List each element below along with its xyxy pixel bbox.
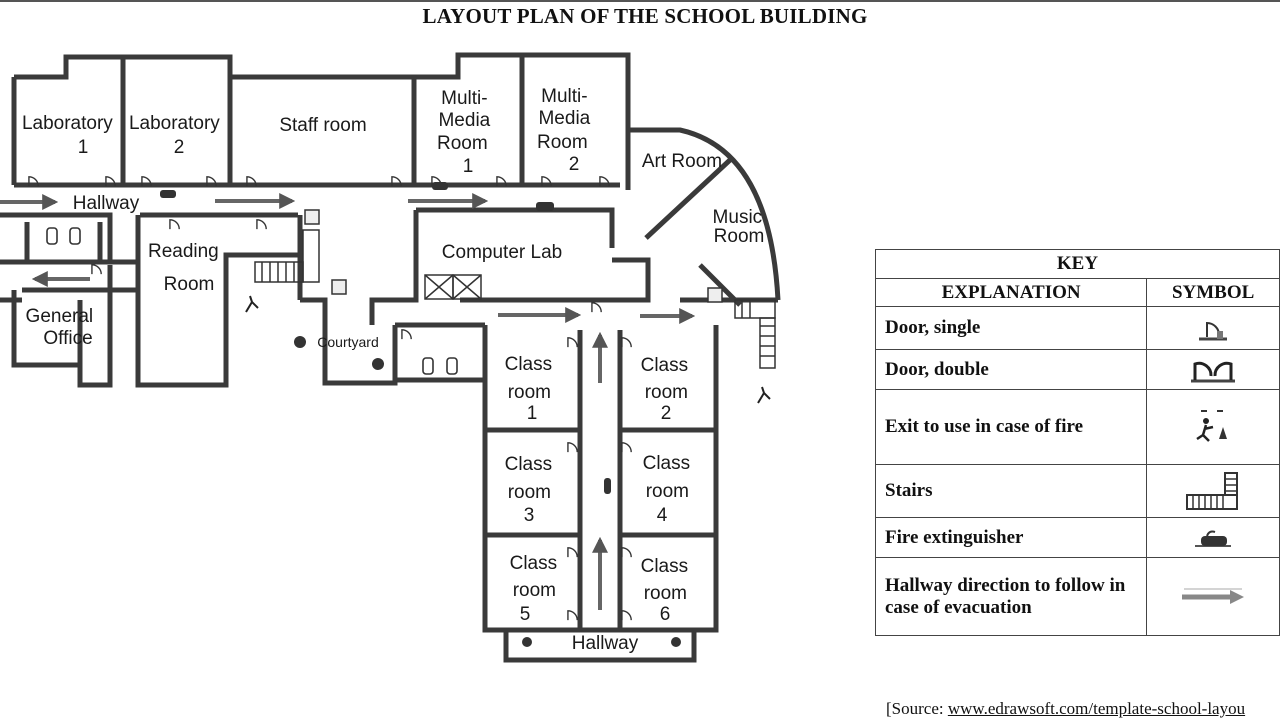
source-link[interactable]: www.edrawsoft.com/template-school-layou [947,699,1246,718]
stairs-icon [1146,464,1280,518]
fire-extinguishers [160,182,611,494]
evacuation-arrow-icon [1146,557,1280,636]
key-label-fire-exit: Exit to use in case of fire [874,389,1148,465]
page-title: LAYOUT PLAN OF THE SCHOOL BUILDING [422,4,868,28]
laboratory-1-label: Laboratory 1 [22,113,118,158]
staff-room-label: Staff room [279,115,366,136]
key-label-evacuation-direction: Hallway direction to follow in case of e… [874,557,1148,636]
key-row: Stairs [874,464,1280,518]
evacuation-arrows [0,193,696,610]
key-row: Door, double [874,349,1280,390]
key-label-door-single: Door, single [874,306,1148,350]
toilet-icons [46,227,458,375]
general-office-label: General Office [26,306,99,349]
key-label-stairs: Stairs [874,464,1148,518]
class-room-6-label: Class room 6 [641,556,694,625]
key-col-symbol: SYMBOL [1146,278,1280,307]
fire-exit-person-icons [245,295,771,404]
plant-icons [294,336,681,647]
source-citation: [Source: www.edrawsoft.com/template-scho… [886,699,1245,719]
door-single-icon [1146,306,1280,350]
source-prefix: [Source: [886,699,948,718]
key-row: Door, single [874,306,1280,350]
key-label-door-double: Door, double [874,349,1148,390]
laboratory-2-label: Laboratory 2 [129,113,225,158]
key-table: KEY EXPLANATION SYMBOL Door, single Door… [874,249,1280,636]
key-col-explanation: EXPLANATION [874,278,1148,307]
class-room-4-label: Class room 4 [643,453,696,526]
key-row: Hallway direction to follow in case of e… [874,557,1280,636]
fire-exit-signs [304,209,723,303]
computer-lab-label: Computer Lab [442,242,562,263]
multimedia-room-2-label: Multi- Media Room 2 [537,86,596,175]
key-heading: KEY [875,249,1280,279]
fire-exit-icon [1146,389,1280,465]
class-room-3-label: Class room 3 [505,454,558,526]
top-rule [0,0,1280,2]
class-room-2-label: Class room 2 [641,355,694,424]
hallway-top-label: Hallway [73,193,140,214]
key-row: Fire extinguisher [874,517,1280,558]
hallway-bottom-label: Hallway [572,633,639,654]
stairs-left [254,229,320,283]
key-label-fire-extinguisher: Fire extinguisher [874,517,1148,558]
door-double-icon [1146,349,1280,390]
key-row: Exit to use in case of fire [874,389,1280,465]
class-room-5-label: Class room 5 [510,553,563,625]
class-room-1-label: Class room 1 [505,354,558,424]
stairs-right [734,299,776,369]
multimedia-room-1-label: Multi- Media Room 1 [437,88,496,177]
elevators [424,274,482,300]
fire-extinguisher-icon [1146,517,1280,558]
art-room-label: Art Room [642,151,722,172]
music-room-label: Music Room [713,207,768,247]
reading-room-label: Reading Room [148,241,224,295]
floor-plan: Laboratory 1 Laboratory 2 Staff room Mul… [0,52,781,663]
courtyard-label: Courtyard [317,334,378,350]
